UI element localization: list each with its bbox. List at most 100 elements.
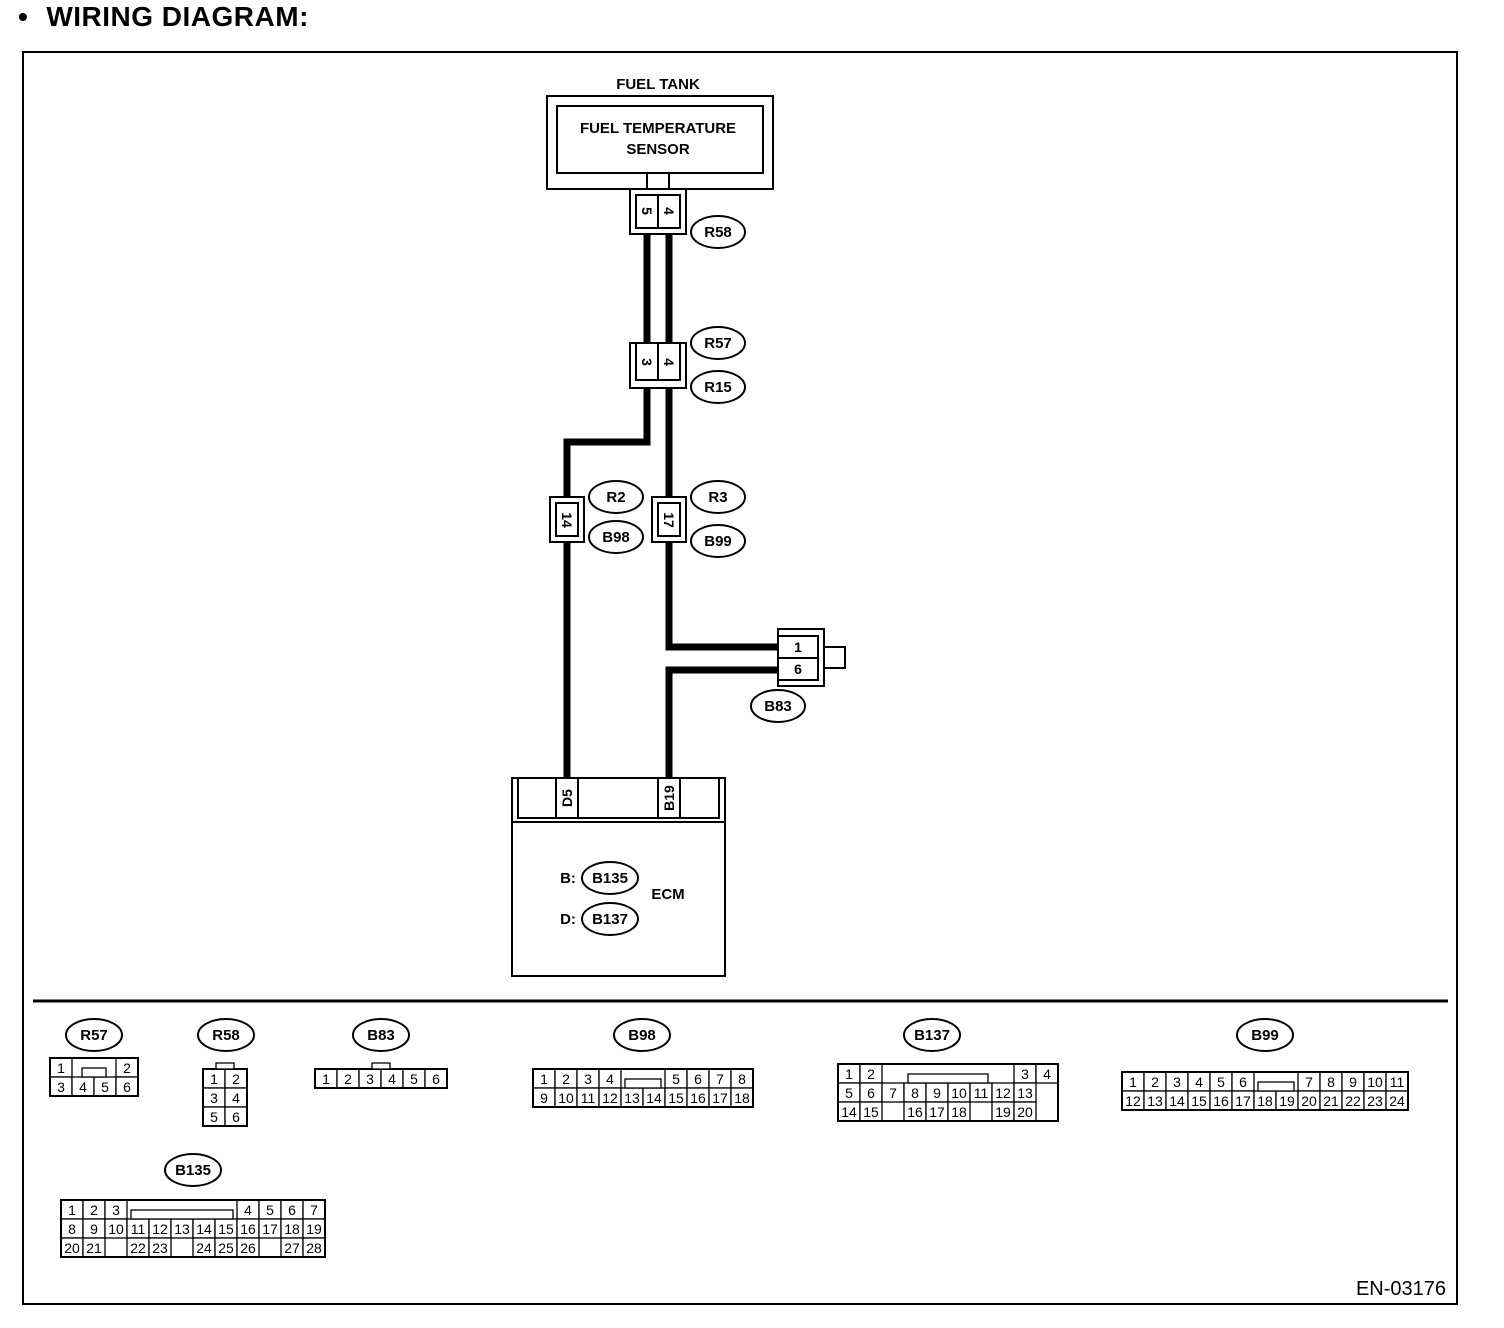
pin-label: 18 — [1257, 1093, 1273, 1109]
pin-label: 10 — [951, 1085, 967, 1101]
b99-id: B99 — [704, 533, 732, 550]
pin-label: 5 — [210, 1109, 218, 1125]
pin-label: 3 — [1021, 1066, 1029, 1082]
pin-label: 17 — [262, 1221, 278, 1237]
face-view-id: B99 — [1251, 1027, 1279, 1044]
pin-label: 3 — [57, 1079, 65, 1095]
pin-label: 5 — [410, 1071, 418, 1087]
diagram-frame — [22, 51, 1458, 1305]
fuel-temperature-sensor — [556, 105, 764, 174]
pin-label: 11 — [974, 1085, 989, 1101]
pin-label: 15 — [218, 1221, 234, 1237]
pin-label: 13 — [624, 1090, 640, 1106]
pin-label: 1 — [540, 1071, 548, 1087]
pin-label: 6 — [288, 1202, 296, 1218]
pin-label: 9 — [1349, 1074, 1357, 1090]
pin-label: 23 — [1367, 1093, 1383, 1109]
ecm-pin-b19: B19 — [661, 785, 677, 811]
pin-label: 8 — [1327, 1074, 1335, 1090]
pin-label: 6 — [1239, 1074, 1247, 1090]
connector-r58: 5 4 — [629, 188, 687, 235]
bullet: • — [18, 1, 29, 32]
b83-pin-1: 1 — [794, 639, 802, 655]
pin-label: 4 — [244, 1202, 252, 1218]
pin-label: 7 — [889, 1085, 897, 1101]
sensor-stub — [646, 172, 670, 190]
connector-r3-b99: 17 — [651, 496, 687, 543]
b98-badge — [588, 520, 644, 554]
pin-label: 28 — [306, 1240, 322, 1256]
pin-label: 13 — [174, 1221, 190, 1237]
b83-id: B83 — [764, 698, 792, 715]
pin-label: 1 — [57, 1060, 65, 1076]
b83-pin-6: 6 — [794, 661, 802, 677]
r58-badge — [690, 215, 746, 249]
pin-label: 18 — [734, 1090, 750, 1106]
face-view-outline — [60, 1199, 326, 1258]
pin-label: 12 — [602, 1090, 618, 1106]
pin-label: 11 — [581, 1090, 596, 1106]
pin-label: 12 — [1125, 1093, 1141, 1109]
lock-tab — [130, 1209, 234, 1220]
face-view-badge — [65, 1018, 123, 1052]
face-view-id: B98 — [628, 1027, 656, 1044]
pin-label: 9 — [540, 1090, 548, 1106]
b98-pin-14: 14 — [559, 512, 575, 528]
pin-label: 2 — [1151, 1074, 1159, 1090]
pin-label: 5 — [1217, 1074, 1225, 1090]
face-view-badge — [1236, 1018, 1294, 1052]
lock-tab — [215, 1062, 235, 1070]
pin-label: 17 — [1235, 1093, 1251, 1109]
pin-label: 6 — [694, 1071, 702, 1087]
face-view-id: R58 — [212, 1027, 240, 1044]
pin-label: 23 — [152, 1240, 168, 1256]
pin-label: 4 — [1043, 1066, 1051, 1082]
pin-label: 8 — [911, 1085, 919, 1101]
pin-label: 7 — [1305, 1074, 1313, 1090]
pin-label: 17 — [929, 1104, 945, 1120]
ecm-conn-d-prefix: D: — [560, 911, 576, 928]
pin-label: 4 — [606, 1071, 614, 1087]
pin-label: 3 — [210, 1090, 218, 1106]
pin-label: 12 — [995, 1085, 1011, 1101]
heading: •WIRING DIAGRAM: — [18, 0, 309, 36]
face-view-badge — [164, 1153, 222, 1187]
fuel-tank-label: FUEL TANK — [616, 76, 700, 93]
pin-label: 5 — [672, 1071, 680, 1087]
face-view-outline — [49, 1057, 139, 1097]
pin-label: 4 — [1195, 1074, 1203, 1090]
pin-label: 13 — [1147, 1093, 1163, 1109]
b83-badge — [750, 689, 806, 723]
face-view-badge — [903, 1018, 961, 1052]
pin-label: 15 — [668, 1090, 684, 1106]
wire-b99-17 — [665, 541, 780, 651]
pin-label: 14 — [1169, 1093, 1185, 1109]
pin-label: 6 — [867, 1085, 875, 1101]
r3-id: R3 — [708, 489, 727, 506]
pin-label: 27 — [284, 1240, 300, 1256]
pin-label: 3 — [366, 1071, 374, 1087]
pin-label: 16 — [240, 1221, 256, 1237]
face-view-badge — [613, 1018, 671, 1052]
wire-b83-6 — [665, 666, 780, 778]
pin-label: 16 — [907, 1104, 923, 1120]
ecm-conn-d: B137 — [592, 911, 628, 928]
figure-code: EN-03176 — [1356, 1278, 1446, 1300]
pin-label: 9 — [933, 1085, 941, 1101]
pin-label: 4 — [232, 1090, 240, 1106]
pin-label: 11 — [1390, 1074, 1405, 1090]
r58-pin-4: 4 — [661, 207, 677, 215]
pin-label: 18 — [951, 1104, 967, 1120]
b99-badge — [690, 524, 746, 558]
pin-label: 2 — [562, 1071, 570, 1087]
face-view-id: B135 — [175, 1162, 211, 1179]
pin-label: 14 — [646, 1090, 662, 1106]
sensor-label-line1: FUEL TEMPERATURE — [580, 120, 736, 137]
pin-label: 1 — [322, 1071, 330, 1087]
pin-label: 6 — [232, 1109, 240, 1125]
pin-label: 2 — [867, 1066, 875, 1082]
pin-label: 22 — [1345, 1093, 1361, 1109]
face-view-badge — [352, 1018, 410, 1052]
